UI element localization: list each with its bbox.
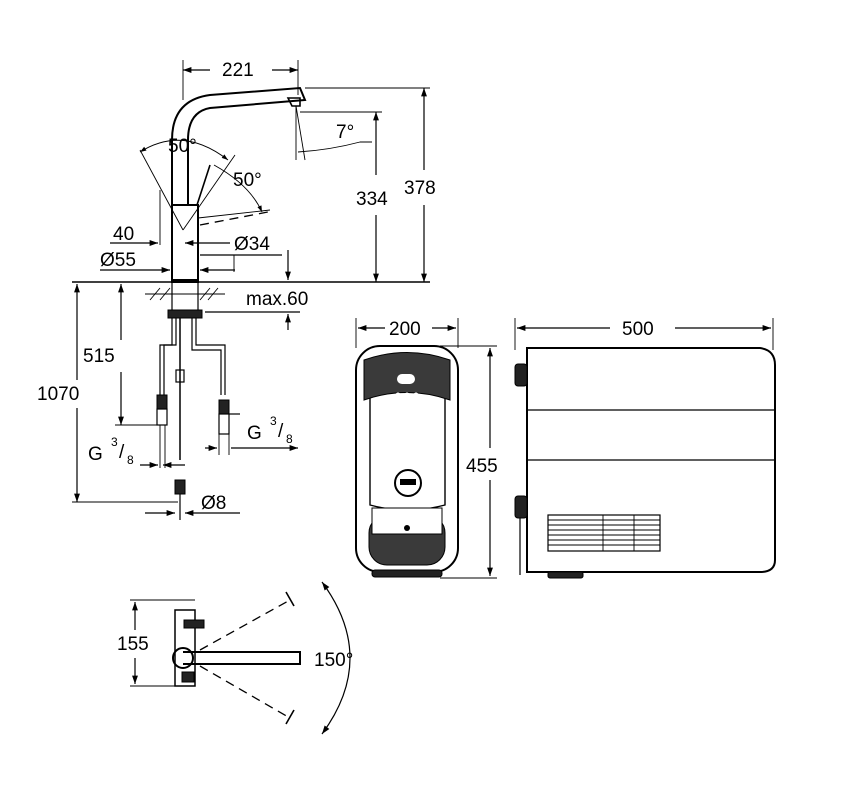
label-swivel-angle: 150° bbox=[314, 650, 353, 671]
label-thread-right: G bbox=[247, 423, 262, 444]
label-pipe-diameter: Ø8 bbox=[201, 493, 226, 514]
label-thread-left: G bbox=[88, 444, 103, 465]
label-hose-1070: 1070 bbox=[37, 384, 79, 405]
svg-text:/: / bbox=[119, 442, 125, 463]
label-height-378: 378 bbox=[404, 178, 436, 199]
label-hole-diameter: Ø34 bbox=[234, 234, 270, 255]
label-thread-right-num: 3 bbox=[270, 414, 277, 428]
label-thread-left-den: 8 bbox=[127, 453, 134, 467]
label-spout-angle: 7° bbox=[336, 122, 354, 143]
label-height-334: 334 bbox=[356, 189, 388, 210]
label-lever-angle-left: 50° bbox=[168, 136, 197, 157]
label-thread-left-num: 3 bbox=[111, 435, 118, 449]
vent-grill bbox=[547, 514, 661, 552]
label-lever-offset: 40 bbox=[113, 224, 134, 245]
label-chiller-width: 200 bbox=[389, 319, 421, 340]
swivel-top-view bbox=[130, 581, 351, 735]
chiller-front-view bbox=[355, 318, 497, 579]
label-base-diameter: Ø55 bbox=[100, 250, 136, 271]
svg-text:/: / bbox=[278, 421, 284, 442]
label-hose-515: 515 bbox=[83, 346, 115, 367]
label-thread-right-den: 8 bbox=[286, 432, 293, 446]
chiller-side-view bbox=[514, 318, 776, 579]
label-lever-angle-right: 50° bbox=[233, 170, 262, 191]
label-max-thickness: max.60 bbox=[246, 289, 308, 310]
label-spout-reach: 221 bbox=[222, 60, 254, 81]
dimension-labels: 221 7° 334 378 50° 50° 40 Ø55 Ø34 max.60… bbox=[37, 60, 654, 671]
faucet-side-view bbox=[72, 60, 430, 520]
label-chiller-depth: 500 bbox=[622, 319, 654, 340]
label-swivel-height: 155 bbox=[117, 634, 149, 655]
label-chiller-height: 455 bbox=[466, 456, 498, 477]
